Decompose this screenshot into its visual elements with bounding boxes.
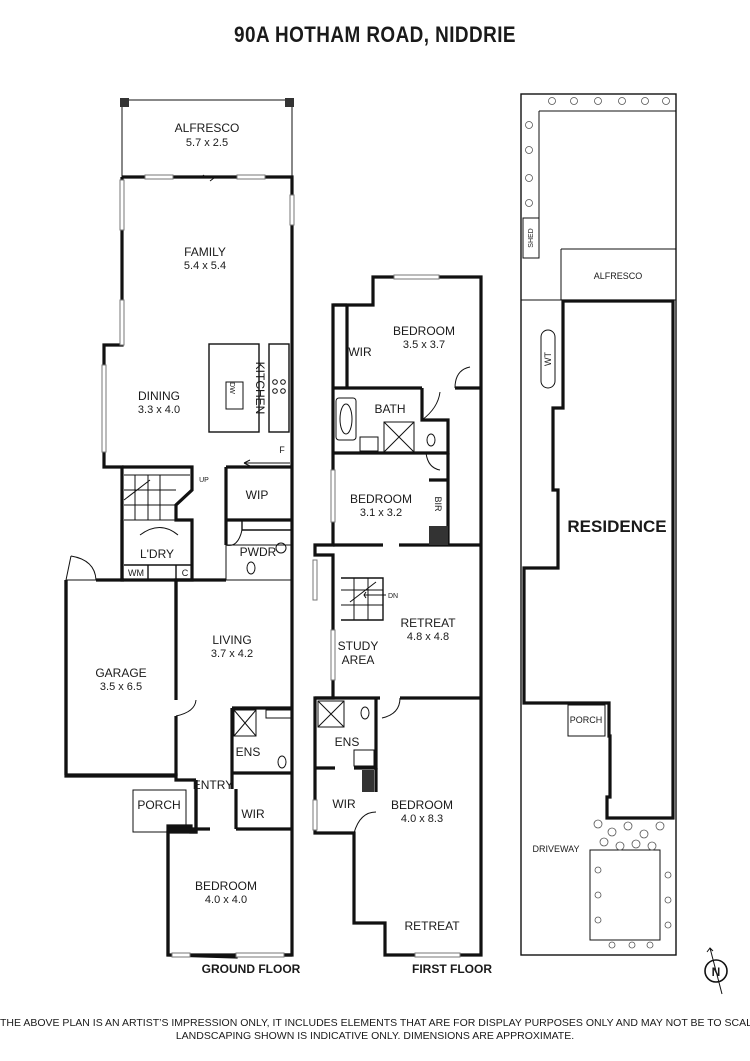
room-label-wir-1: WIR (348, 345, 372, 359)
room-label-alfresco: ALFRESCO (175, 121, 240, 135)
room-label-retreat: RETREAT (400, 616, 456, 630)
site-label-alfresco: ALFRESCO (594, 271, 643, 281)
room-labels: ALFRESCO 5.7 x 2.5 FAMILY 5.4 x 5.4 DINI… (95, 121, 666, 976)
room-label-kitchen: KITCHEN (253, 362, 267, 415)
room-label-retreat-2: RETREAT (404, 919, 460, 933)
site-boundary (520, 93, 677, 956)
room-label-wir: WIR (241, 807, 265, 821)
plan-title: 90A HOTHAM ROAD, NIDDRIE (234, 22, 516, 47)
room-label-porch: PORCH (137, 798, 180, 812)
kitchen-bench (268, 343, 290, 433)
room-dim-retreat: 4.8 x 4.8 (407, 631, 449, 643)
site-plan (520, 93, 677, 956)
stair-up-label: UP (199, 477, 209, 484)
room-dim-bedroom-2: 3.1 x 3.2 (360, 507, 402, 519)
north-compass: N (704, 947, 728, 995)
room-dim-bedroom: 4.0 x 4.0 (205, 894, 247, 906)
room-label-dining: DINING (138, 389, 180, 403)
cupboard-label: C (182, 568, 189, 578)
room-dim-dining: 3.3 x 4.0 (138, 404, 180, 416)
study-area-label-line-1: STUDY (338, 639, 379, 653)
stair-down-label: DN (388, 593, 398, 600)
disclaimer-line-2: LANDSCAPING SHOWN IS INDICATIVE ONLY. DI… (175, 1030, 575, 1042)
room-label-ensuite: ENS (236, 745, 261, 759)
room-label-bedroom-1: BEDROOM (393, 324, 455, 338)
landscaping-shrubs (525, 97, 672, 949)
room-label-bedroom-2: BEDROOM (350, 492, 412, 506)
room-dim-bedroom-1: 3.5 x 3.7 (403, 339, 445, 351)
room-label-powder: PWDR (240, 545, 277, 559)
site-label-porch: PORCH (570, 715, 603, 725)
ground-floor-plan (64, 98, 295, 959)
disclaimer-line-1: THE ABOVE PLAN IS AN ARTIST’S IMPRESSION… (0, 1017, 750, 1029)
fridge-label: F (279, 445, 285, 455)
first-floor-plan (312, 274, 483, 958)
room-label-bir: BIR (433, 496, 443, 512)
residence-outline (522, 299, 675, 820)
ground-floor-walls (64, 175, 294, 959)
room-label-bedroom-3: BEDROOM (391, 798, 453, 812)
room-dim-living: 3.7 x 4.2 (211, 648, 253, 660)
room-label-family: FAMILY (184, 245, 226, 259)
room-label-laundry: L'DRY (140, 547, 174, 561)
room-label-bath: BATH (374, 402, 405, 416)
porch-outline (132, 789, 187, 833)
room-dim-garage: 3.5 x 6.5 (100, 681, 142, 693)
room-label-ensuite-first: ENS (335, 735, 360, 749)
room-dim-alfresco: 5.7 x 2.5 (186, 137, 228, 149)
room-label-wir-2: WIR (332, 797, 356, 811)
disclaimer: THE ABOVE PLAN IS AN ARTIST’S IMPRESSION… (0, 1017, 750, 1043)
room-label-bedroom: BEDROOM (195, 879, 257, 893)
room-dim-family: 5.4 x 5.4 (184, 260, 226, 272)
compass-north-label: N (712, 965, 721, 979)
room-label-wip: WIP (246, 488, 269, 502)
site-label-residence: RESIDENCE (567, 517, 666, 536)
site-label-shed: SHED (528, 228, 535, 247)
first-floor-caption: FIRST FLOOR (412, 962, 492, 976)
kitchen-island (208, 343, 260, 433)
room-label-entry: ENTRY (193, 778, 233, 792)
site-label-water-tank: WT (543, 352, 553, 366)
dishwasher-label: DW (228, 382, 235, 394)
room-label-living: LIVING (212, 633, 251, 647)
washing-machine-label: WM (128, 568, 144, 578)
site-label-driveway: DRIVEWAY (532, 844, 579, 854)
room-label-garage: GARAGE (95, 666, 146, 680)
room-dim-bedroom-3: 4.0 x 8.3 (401, 813, 443, 825)
ground-floor-caption: GROUND FLOOR (202, 962, 301, 976)
study-area-label-line-2: AREA (342, 653, 375, 667)
